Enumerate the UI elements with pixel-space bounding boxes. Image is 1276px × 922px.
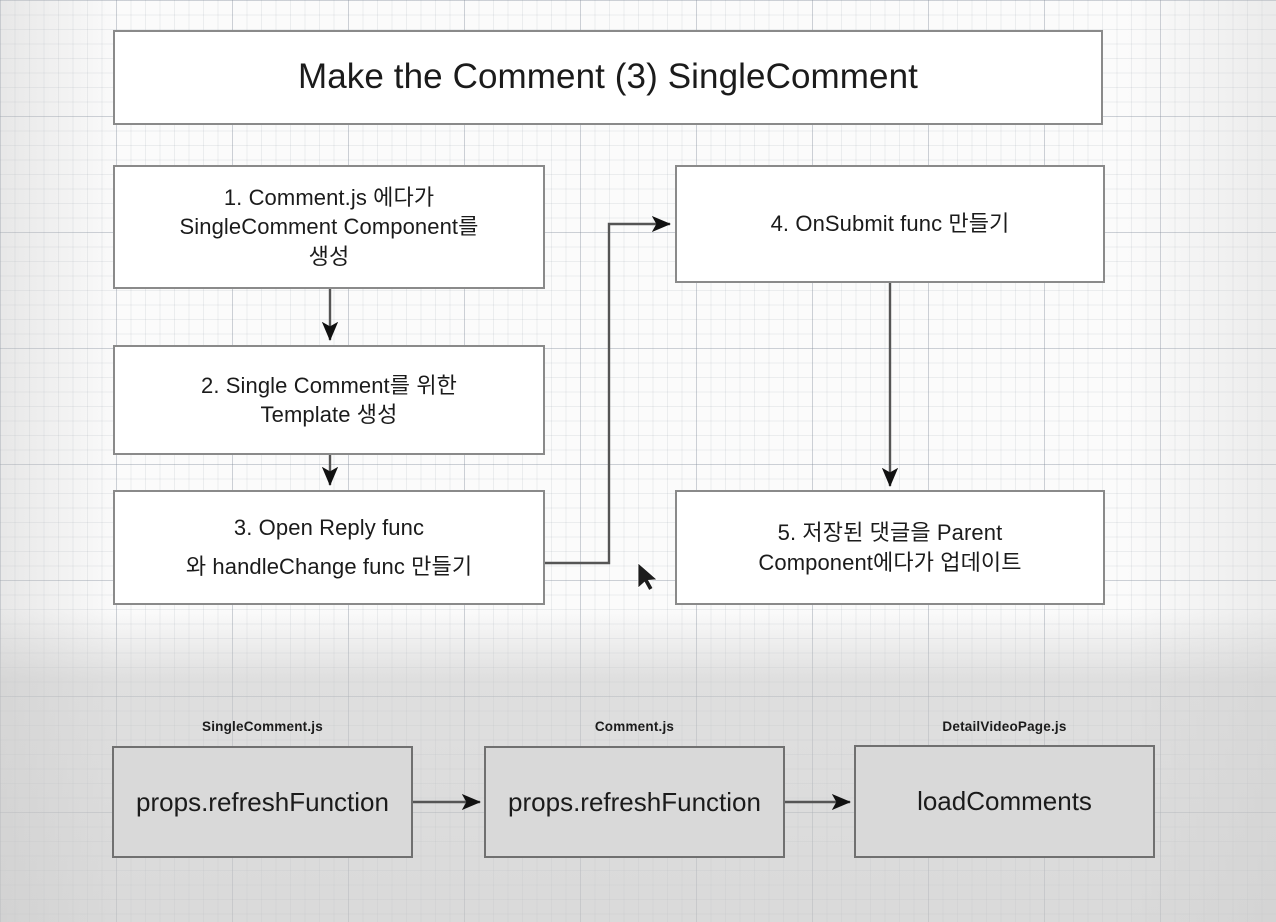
flow-step-2-line1: 2. Single Comment를 위한: [200, 372, 458, 398]
flow-step-3-line1: 3. Open Reply func: [233, 515, 425, 540]
file-label-comment: Comment.js: [594, 719, 675, 734]
flow-step-1-box[interactable]: 1. Comment.js 에다가 SingleComment Component…: [113, 165, 545, 289]
flow-step-5-line1: 5. 저장된 댓글을 Parent: [777, 520, 1003, 546]
props-chain-box-singlecomment[interactable]: props.refreshFunction: [112, 746, 413, 858]
file-label-detailvideopage: DetailVideoPage.js: [942, 719, 1067, 734]
flow-step-3-box[interactable]: 3. Open Reply func 와 handleChange func 만들…: [113, 490, 545, 605]
flow-step-4-box[interactable]: 4. OnSubmit func 만들기: [675, 165, 1105, 283]
diagram-title-box: Make the Comment (3) SingleComment: [113, 30, 1103, 125]
cursor-arrow-icon: [637, 562, 658, 592]
diagram-title-text: Make the Comment (3) SingleComment: [297, 57, 919, 97]
flow-step-3-text: 3. Open Reply func 와 handleChange func 만들…: [176, 509, 482, 586]
flow-step-5-line2: Component에다가 업데이트: [758, 549, 1022, 575]
flow-step-1-line3: 생성: [308, 243, 350, 269]
flow-step-1-text: 1. Comment.js 에다가 SingleComment Component…: [169, 183, 488, 270]
flow-step-1-line1: 1. Comment.js 에다가: [223, 185, 435, 211]
flow-step-2-box[interactable]: 2. Single Comment를 위한 Template 생성: [113, 345, 545, 455]
left-vignette: [0, 0, 120, 922]
flow-step-3-line2: 와 handleChange func 만들기: [185, 553, 473, 579]
arrow-step3-to-step4: [545, 215, 671, 565]
flow-step-4-text: 4. OnSubmit func 만들기: [770, 211, 1010, 237]
props-chain-value-3: loadComments: [917, 786, 1092, 816]
props-chain-value-1: props.refreshFunction: [136, 786, 389, 817]
props-chain-box-detailvideopage[interactable]: loadComments: [854, 745, 1155, 858]
file-label-singlecomment: SingleComment.js: [202, 719, 323, 734]
props-chain-box-comment[interactable]: props.refreshFunction: [484, 746, 785, 858]
flow-step-2-text: 2. Single Comment를 위한 Template 생성: [191, 371, 467, 429]
flow-step-1-line2: SingleComment Component를: [179, 214, 479, 240]
flow-step-2-line2: Template 생성: [260, 402, 398, 427]
props-chain-value-2: props.refreshFunction: [508, 786, 761, 817]
